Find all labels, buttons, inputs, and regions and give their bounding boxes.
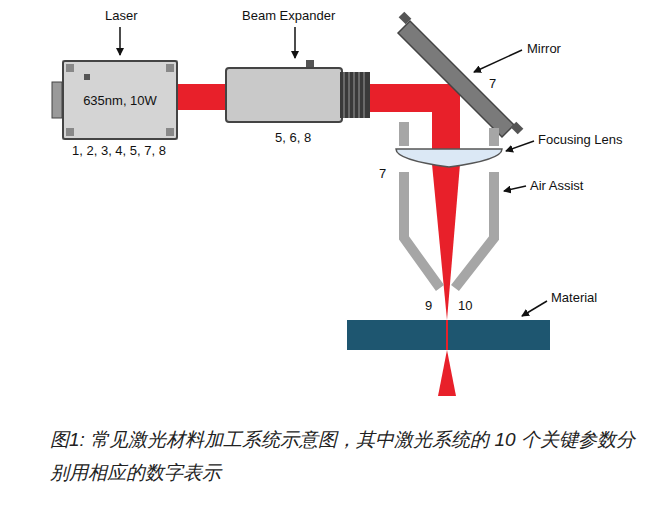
callout-number: 7 (489, 76, 496, 91)
callout-number: 9 (425, 298, 432, 313)
callout-number: 7 (379, 166, 386, 181)
part-label: Mirror (527, 41, 561, 56)
callout-number: 10 (458, 298, 472, 313)
part-label: Laser (105, 8, 138, 23)
callout-number: 1, 2, 3, 4, 5, 7, 8 (72, 143, 166, 158)
laser-body (52, 60, 178, 140)
part-label: Focusing Lens (538, 132, 623, 147)
mirror (398, 12, 523, 137)
part-label: Air Assist (530, 178, 583, 193)
callout-number: 5, 6, 8 (275, 130, 311, 145)
focusing-lens (396, 149, 502, 167)
beam-expander (226, 60, 370, 122)
material (347, 320, 550, 350)
head-housing (404, 122, 494, 288)
leader-arrows (120, 27, 547, 316)
part-label: Beam Expander (242, 8, 335, 23)
laser-box: 635nm, 10W (62, 60, 178, 140)
figure-caption: 图1: 常见激光材料加工系统示意图，其中激光系统的 10 个关键参数分别用相应的… (50, 423, 650, 489)
laser-spec: 635nm, 10W (83, 93, 157, 108)
part-label: Material (551, 290, 597, 305)
